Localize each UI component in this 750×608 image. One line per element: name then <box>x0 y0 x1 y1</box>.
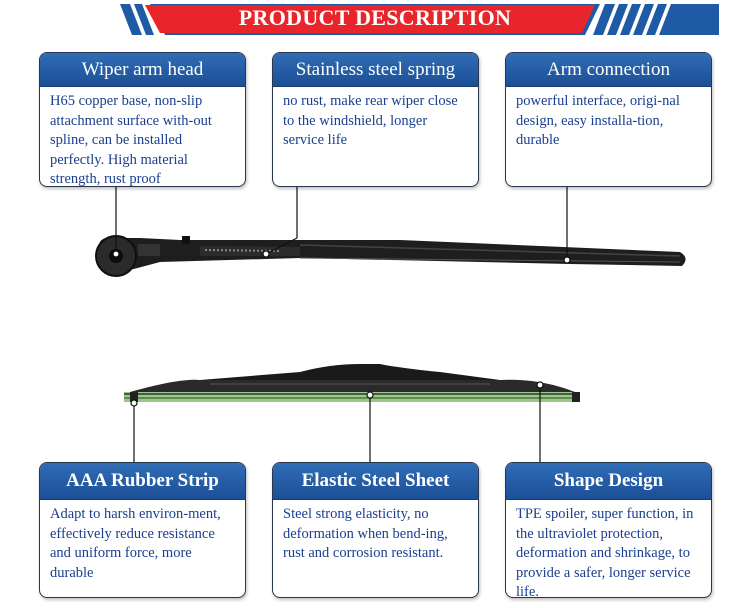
banner-graphic <box>120 4 719 35</box>
feature-card-stainless-steel-spring: Stainless steel spring no rust, make rea… <box>272 52 479 187</box>
feature-card-arm-connection: Arm connection powerful interface, origi… <box>505 52 712 187</box>
feature-card-text: powerful interface, origi-nal design, ea… <box>516 93 680 148</box>
feature-card-title: Arm connection <box>506 53 711 87</box>
feature-card-text: TPE spoiler, super function, in the ultr… <box>516 506 694 598</box>
wiper-blade-image <box>124 364 580 402</box>
leader-lines <box>112 186 571 462</box>
wiper-arm-image <box>95 235 686 277</box>
feature-card-title: Shape Design <box>506 463 711 500</box>
feature-card-text: Adapt to harsh environ-ment, effectively… <box>50 506 221 581</box>
feature-card-shape-design: Shape Design TPE spoiler, super function… <box>505 462 712 598</box>
feature-card-text: Steel strong elasticity, no deformation … <box>283 506 448 561</box>
feature-card-elastic-steel-sheet: Elastic Steel Sheet Steel strong elastic… <box>272 462 479 598</box>
feature-card-text: no rust, make rear wiper close to the wi… <box>283 93 458 148</box>
feature-card-title: Elastic Steel Sheet <box>273 463 478 500</box>
feature-card-wiper-arm-head: Wiper arm head H65 copper base, non-slip… <box>39 52 246 187</box>
feature-card-aaa-rubber-strip: AAA Rubber Strip Adapt to harsh environ-… <box>39 462 246 598</box>
feature-card-title: Wiper arm head <box>40 53 245 87</box>
feature-card-title: AAA Rubber Strip <box>40 463 245 500</box>
feature-card-text: H65 copper base, non-slip attachment sur… <box>50 93 212 187</box>
page-title: PRODUCT DESCRIPTION <box>238 5 512 30</box>
feature-card-title: Stainless steel spring <box>273 53 478 87</box>
